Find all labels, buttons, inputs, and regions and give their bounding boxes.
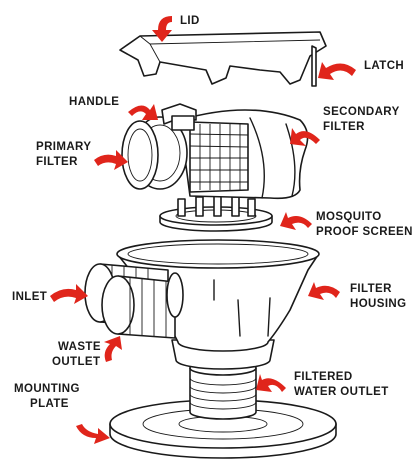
- label-waste-outlet-1: WASTE: [58, 341, 101, 353]
- arrow-inlet: [50, 284, 88, 304]
- label-primary-filter-1: PRIMARY: [36, 141, 91, 153]
- arrow-secondary-filter: [290, 128, 320, 146]
- label-filter-housing-2: HOUSING: [350, 298, 406, 310]
- label-lid: LID: [180, 15, 200, 27]
- label-mosquito-screen-1: MOSQUITO: [316, 211, 382, 223]
- arrow-mounting-plate: [76, 424, 110, 444]
- primary-filter-part: [121, 103, 249, 193]
- mosquito-screen-part: [159, 195, 273, 232]
- arrow-waste-outlet: [104, 336, 122, 362]
- label-mounting-plate-2: PLATE: [30, 398, 69, 410]
- arrows: [50, 16, 356, 444]
- arrow-latch: [318, 62, 356, 80]
- label-waste-outlet-2: OUTLET: [52, 356, 100, 368]
- arrow-handle: [128, 104, 158, 120]
- arrow-lid: [152, 16, 172, 42]
- label-filter-housing-1: FILTER: [350, 283, 392, 295]
- label-handle: HANDLE: [69, 96, 119, 108]
- inlet-pipes-part: [84, 263, 184, 339]
- labels: LID LATCH HANDLE SECONDARY FILTER PRIMAR…: [12, 15, 413, 410]
- arrow-primary-filter: [94, 150, 128, 170]
- label-latch: LATCH: [364, 60, 404, 72]
- label-secondary-filter-1: SECONDARY: [323, 106, 400, 118]
- label-inlet: INLET: [12, 291, 47, 303]
- arrow-filter-housing: [308, 282, 340, 300]
- label-secondary-filter-2: FILTER: [323, 121, 365, 133]
- lid-part: [119, 31, 327, 87]
- arrow-mosquito-screen: [280, 212, 312, 230]
- label-mounting-plate-1: MOUNTING: [14, 383, 80, 395]
- label-filtered-water-outlet-2: WATER OUTLET: [294, 386, 389, 398]
- arrow-filtered-water-outlet: [256, 374, 286, 392]
- label-primary-filter-2: FILTER: [36, 156, 78, 168]
- label-mosquito-screen-2: PROOF SCREEN: [316, 226, 413, 238]
- label-filtered-water-outlet-1: FILTERED: [294, 371, 353, 383]
